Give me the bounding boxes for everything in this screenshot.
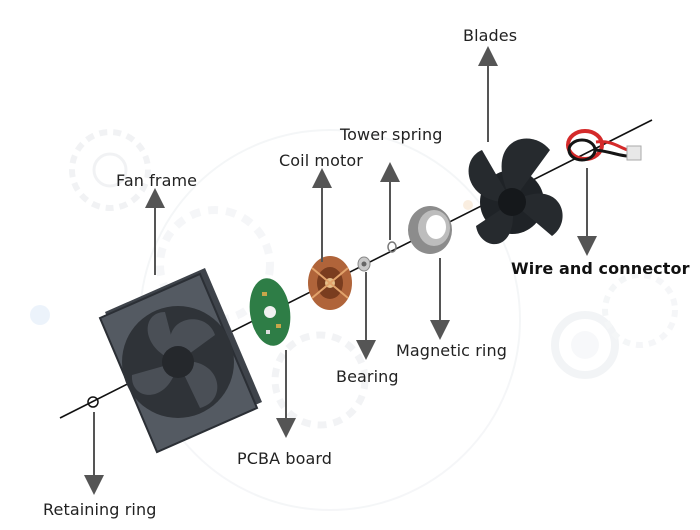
wire-and-connector-part bbox=[566, 129, 642, 162]
magnetic-ring-part bbox=[408, 206, 452, 254]
label-blades: Blades bbox=[463, 26, 518, 45]
bearing-part bbox=[357, 256, 371, 272]
label-tower-spring: Tower spring bbox=[340, 125, 443, 144]
callout-arrows bbox=[84, 46, 597, 495]
fan-frame-part bbox=[98, 268, 262, 454]
label-wire-and-connector: Wire and connector bbox=[511, 259, 690, 278]
label-coil-motor: Coil motor bbox=[279, 151, 363, 170]
label-fan-frame: Fan frame bbox=[116, 171, 198, 190]
label-retaining-ring: Retaining ring bbox=[43, 500, 157, 519]
label-magnetic-ring: Magnetic ring bbox=[396, 341, 507, 360]
label-pcba-board: PCBA board bbox=[237, 449, 333, 468]
coil-motor-part bbox=[308, 256, 352, 310]
background-decoration bbox=[30, 129, 678, 511]
label-bearing: Bearing bbox=[336, 367, 399, 386]
pcba-board-part bbox=[249, 278, 291, 346]
blades-part bbox=[468, 138, 563, 245]
retaining-ring-part bbox=[87, 396, 99, 408]
tower-spring-part bbox=[387, 241, 397, 253]
